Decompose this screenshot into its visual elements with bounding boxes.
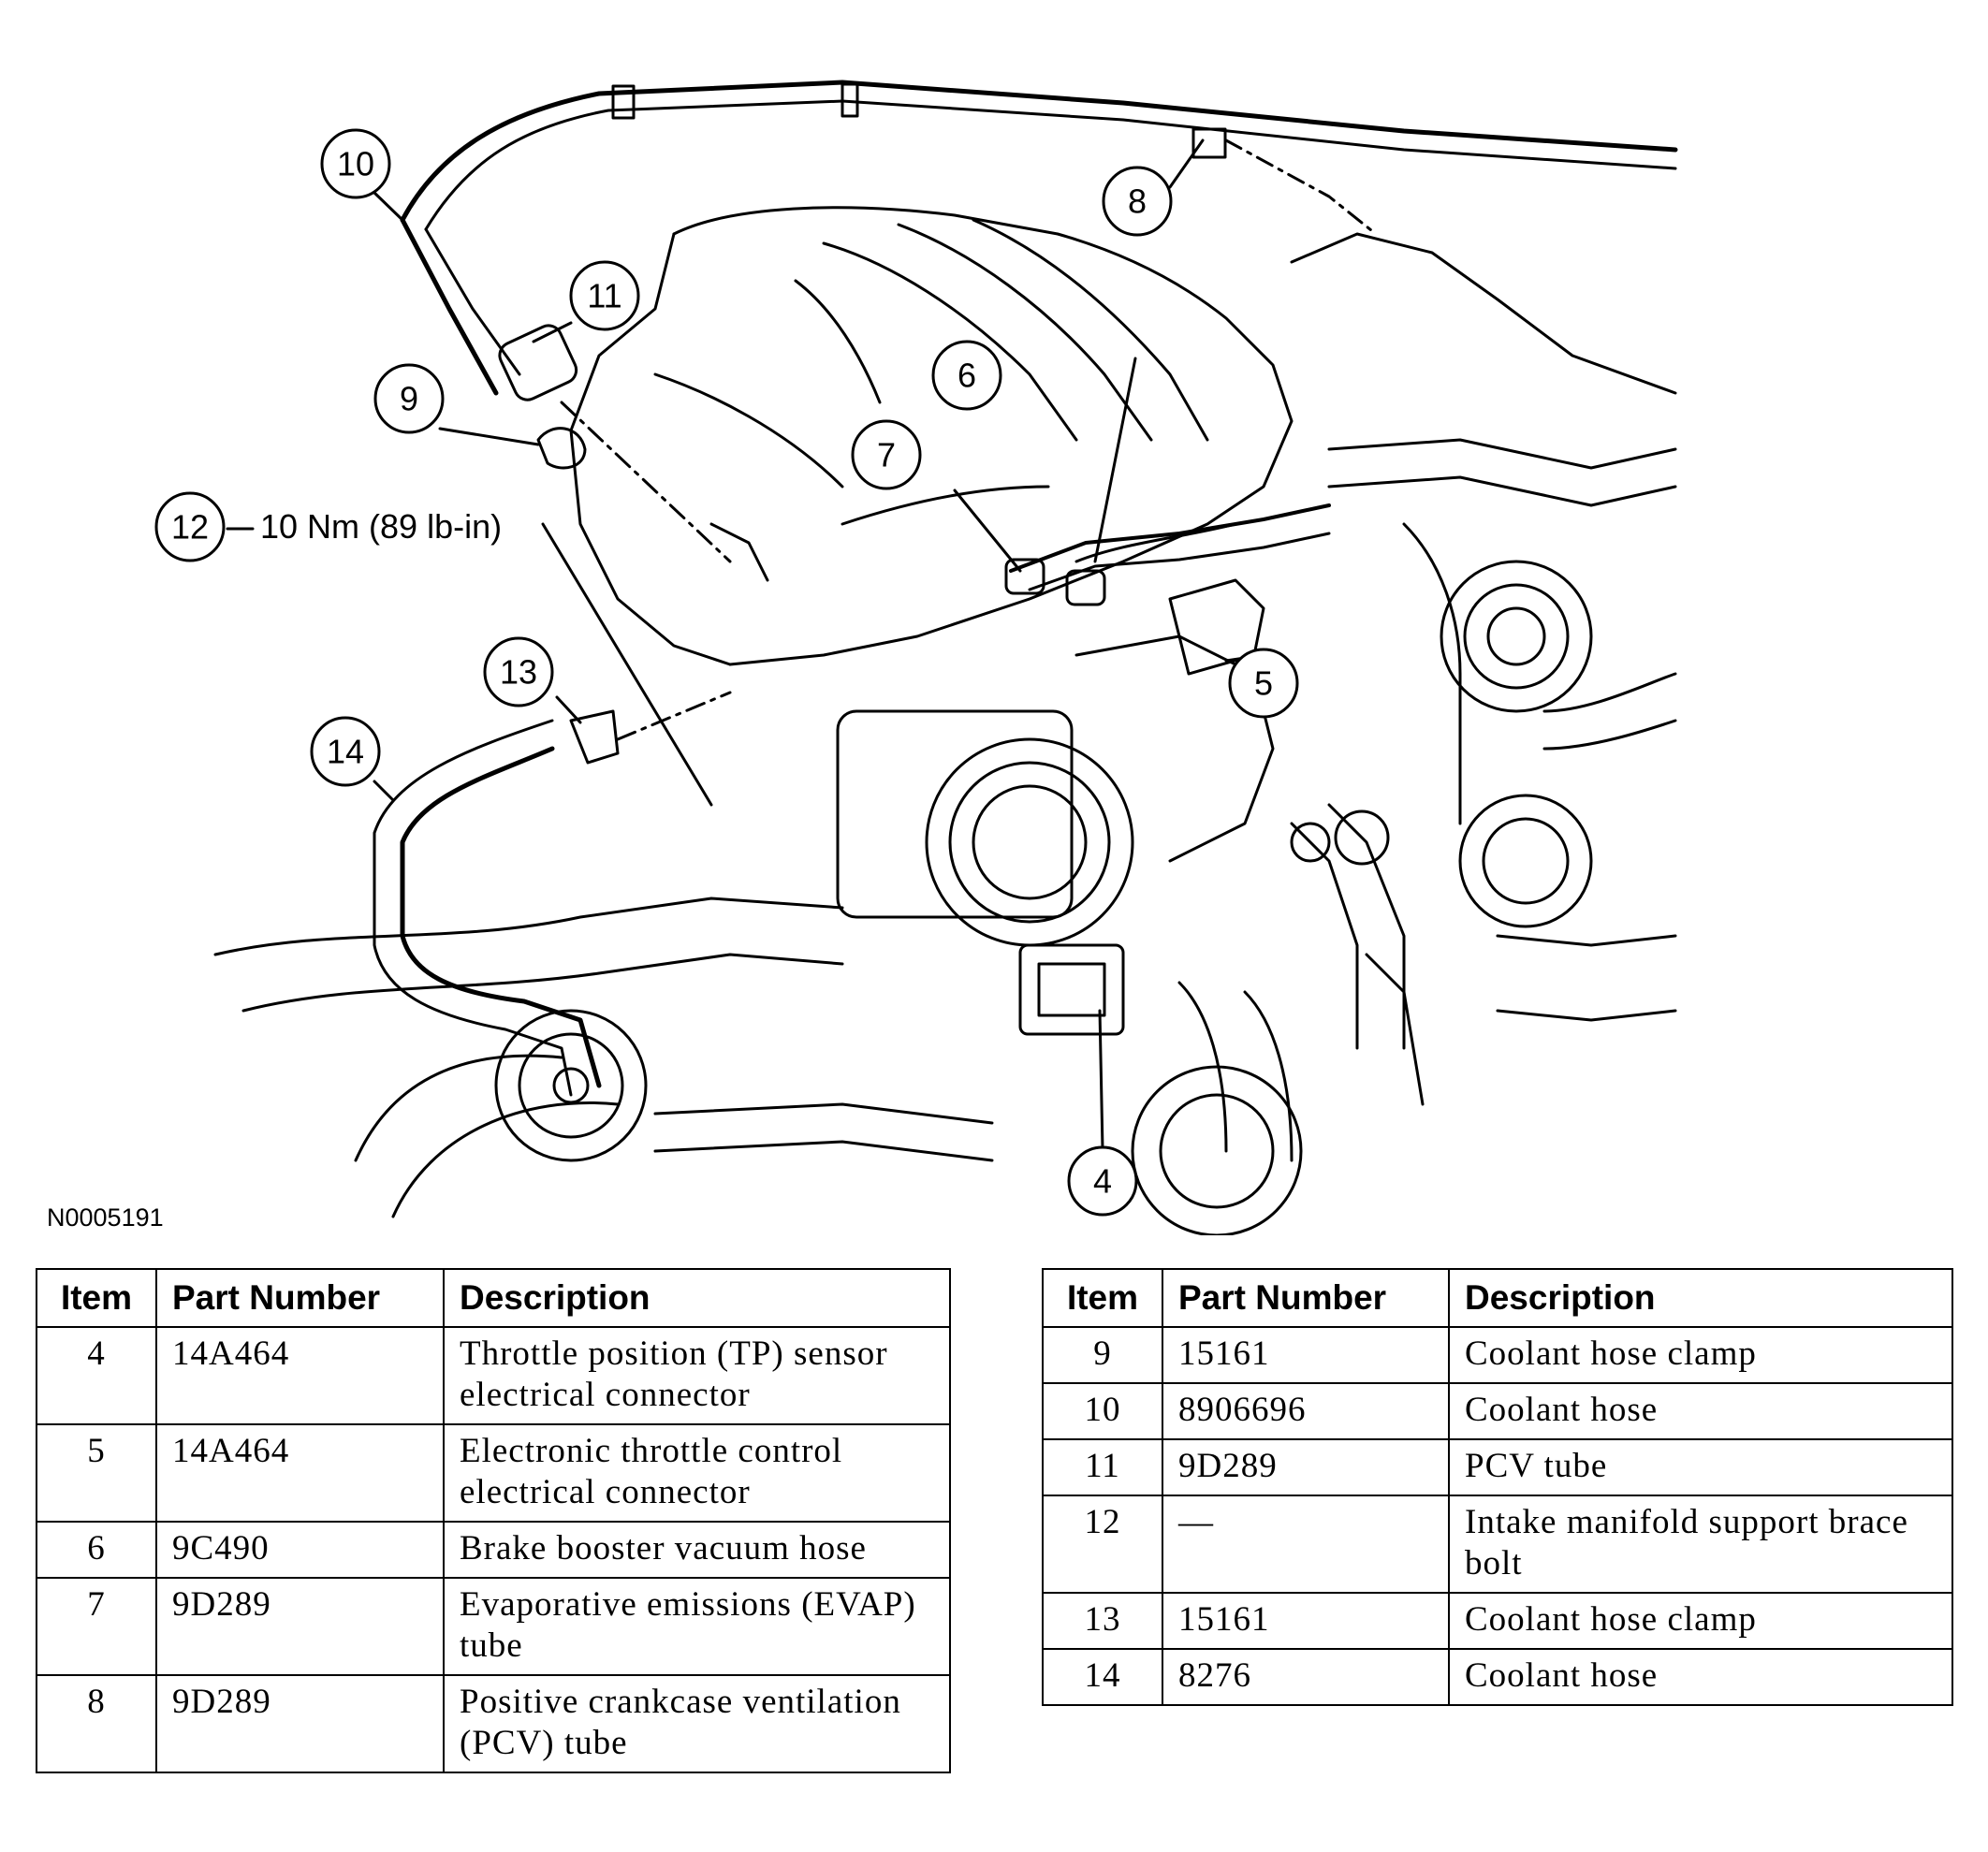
cell-item: 5: [36, 1423, 157, 1523]
table-header-row: Item Part Number Description: [1042, 1268, 1953, 1328]
cell-item: 8: [36, 1674, 157, 1773]
cell-item: 14: [1042, 1648, 1163, 1706]
table-row: 10 8906696 Coolant hose: [1042, 1382, 1953, 1440]
header-part-number: Part Number: [1162, 1268, 1450, 1328]
table-row: 9 15161 Coolant hose clamp: [1042, 1326, 1953, 1384]
callout-11: [569, 260, 640, 331]
cell-item: 10: [1042, 1382, 1163, 1440]
cell-part-number: 8276: [1162, 1648, 1450, 1706]
header-item: Item: [36, 1268, 157, 1328]
callout-4-label: 4: [1093, 1162, 1112, 1201]
cell-item: 11: [1042, 1438, 1163, 1496]
table-row: 14 8276 Coolant hose: [1042, 1648, 1953, 1706]
callout-14-label: 14: [327, 733, 364, 771]
table-row: 8 9D289 Positive crankcase ventilation (…: [36, 1674, 951, 1773]
table-row: 6 9C490 Brake booster vacuum hose: [36, 1521, 951, 1579]
header-item: Item: [1042, 1268, 1163, 1328]
callout-12: [154, 491, 226, 562]
cell-description: Intake manifold support brace bolt: [1448, 1495, 1953, 1594]
cell-part-number: 9D289: [155, 1674, 445, 1773]
header-description: Description: [1448, 1268, 1953, 1328]
callout-10-label: 10: [337, 145, 374, 183]
cell-description: Brake booster vacuum hose: [443, 1521, 951, 1579]
table-row: 7 9D289 Evaporative emissions (EVAP) tub…: [36, 1577, 951, 1676]
header-description: Description: [443, 1268, 951, 1328]
callout-5-label: 5: [1254, 664, 1273, 703]
callout-13-label: 13: [500, 653, 537, 692]
cell-item: 13: [1042, 1592, 1163, 1650]
callout-6-label: 6: [957, 357, 976, 395]
table-header-row: Item Part Number Description: [36, 1268, 951, 1328]
cell-description: Throttle position (TP) sensor electrical…: [443, 1326, 951, 1425]
parts-table-right: Item Part Number Description 9 15161 Coo…: [1042, 1268, 1953, 1706]
table-row: 4 14A464 Throttle position (TP) sensor e…: [36, 1326, 951, 1425]
cell-description: Positive crankcase ventilation (PCV) tub…: [443, 1674, 951, 1773]
table-row: 11 9D289 PCV tube: [1042, 1438, 1953, 1496]
callout-13: [483, 636, 554, 707]
callout-12-label: 12: [171, 508, 209, 547]
torque-spec-label: 10 Nm (89 lb-in): [260, 507, 502, 546]
callout-9: [373, 363, 445, 434]
cell-part-number: 9C490: [155, 1521, 445, 1579]
callout-9-label: 9: [400, 380, 418, 418]
cell-item: 4: [36, 1326, 157, 1425]
cell-description: PCV tube: [1448, 1438, 1953, 1496]
callout-7: [851, 419, 922, 490]
cell-description: Electronic throttle control electrical c…: [443, 1423, 951, 1523]
cell-item: 9: [1042, 1326, 1163, 1384]
engine-diagram: 10 11 9 12 13 14 6 7 8 5 4 10 Nm (89 lb-…: [154, 80, 1678, 1235]
table-row: 12 — Intake manifold support brace bolt: [1042, 1495, 1953, 1594]
cell-description: Coolant hose clamp: [1448, 1592, 1953, 1650]
callout-11-label: 11: [587, 277, 621, 315]
header-part-number: Part Number: [155, 1268, 445, 1328]
cell-part-number: 15161: [1162, 1592, 1450, 1650]
cell-part-number: 14A464: [155, 1423, 445, 1523]
cell-part-number: —: [1162, 1495, 1450, 1594]
callout-8: [1102, 166, 1173, 237]
callout-7-label: 7: [877, 436, 896, 474]
cell-description: Coolant hose: [1448, 1648, 1953, 1706]
cell-description: Coolant hose: [1448, 1382, 1953, 1440]
cell-item: 7: [36, 1577, 157, 1676]
cell-description: Coolant hose clamp: [1448, 1326, 1953, 1384]
table-row: 13 15161 Coolant hose clamp: [1042, 1592, 1953, 1650]
callout-8-label: 8: [1128, 182, 1147, 221]
callout-5: [1228, 648, 1299, 719]
cell-part-number: 15161: [1162, 1326, 1450, 1384]
callout-14: [310, 716, 381, 787]
cell-item: 12: [1042, 1495, 1163, 1594]
figure-id: N0005191: [47, 1203, 164, 1232]
callout-10: [320, 128, 391, 199]
cell-part-number: 9D289: [155, 1577, 445, 1676]
callout-6: [931, 340, 1002, 411]
cell-part-number: 9D289: [1162, 1438, 1450, 1496]
callout-4: [1067, 1145, 1138, 1217]
parts-table-left: Item Part Number Description 4 14A464 Th…: [36, 1268, 951, 1773]
cell-part-number: 14A464: [155, 1326, 445, 1425]
table-row: 5 14A464 Electronic throttle control ele…: [36, 1423, 951, 1523]
cell-description: Evaporative emissions (EVAP) tube: [443, 1577, 951, 1676]
cell-item: 6: [36, 1521, 157, 1579]
cell-part-number: 8906696: [1162, 1382, 1450, 1440]
